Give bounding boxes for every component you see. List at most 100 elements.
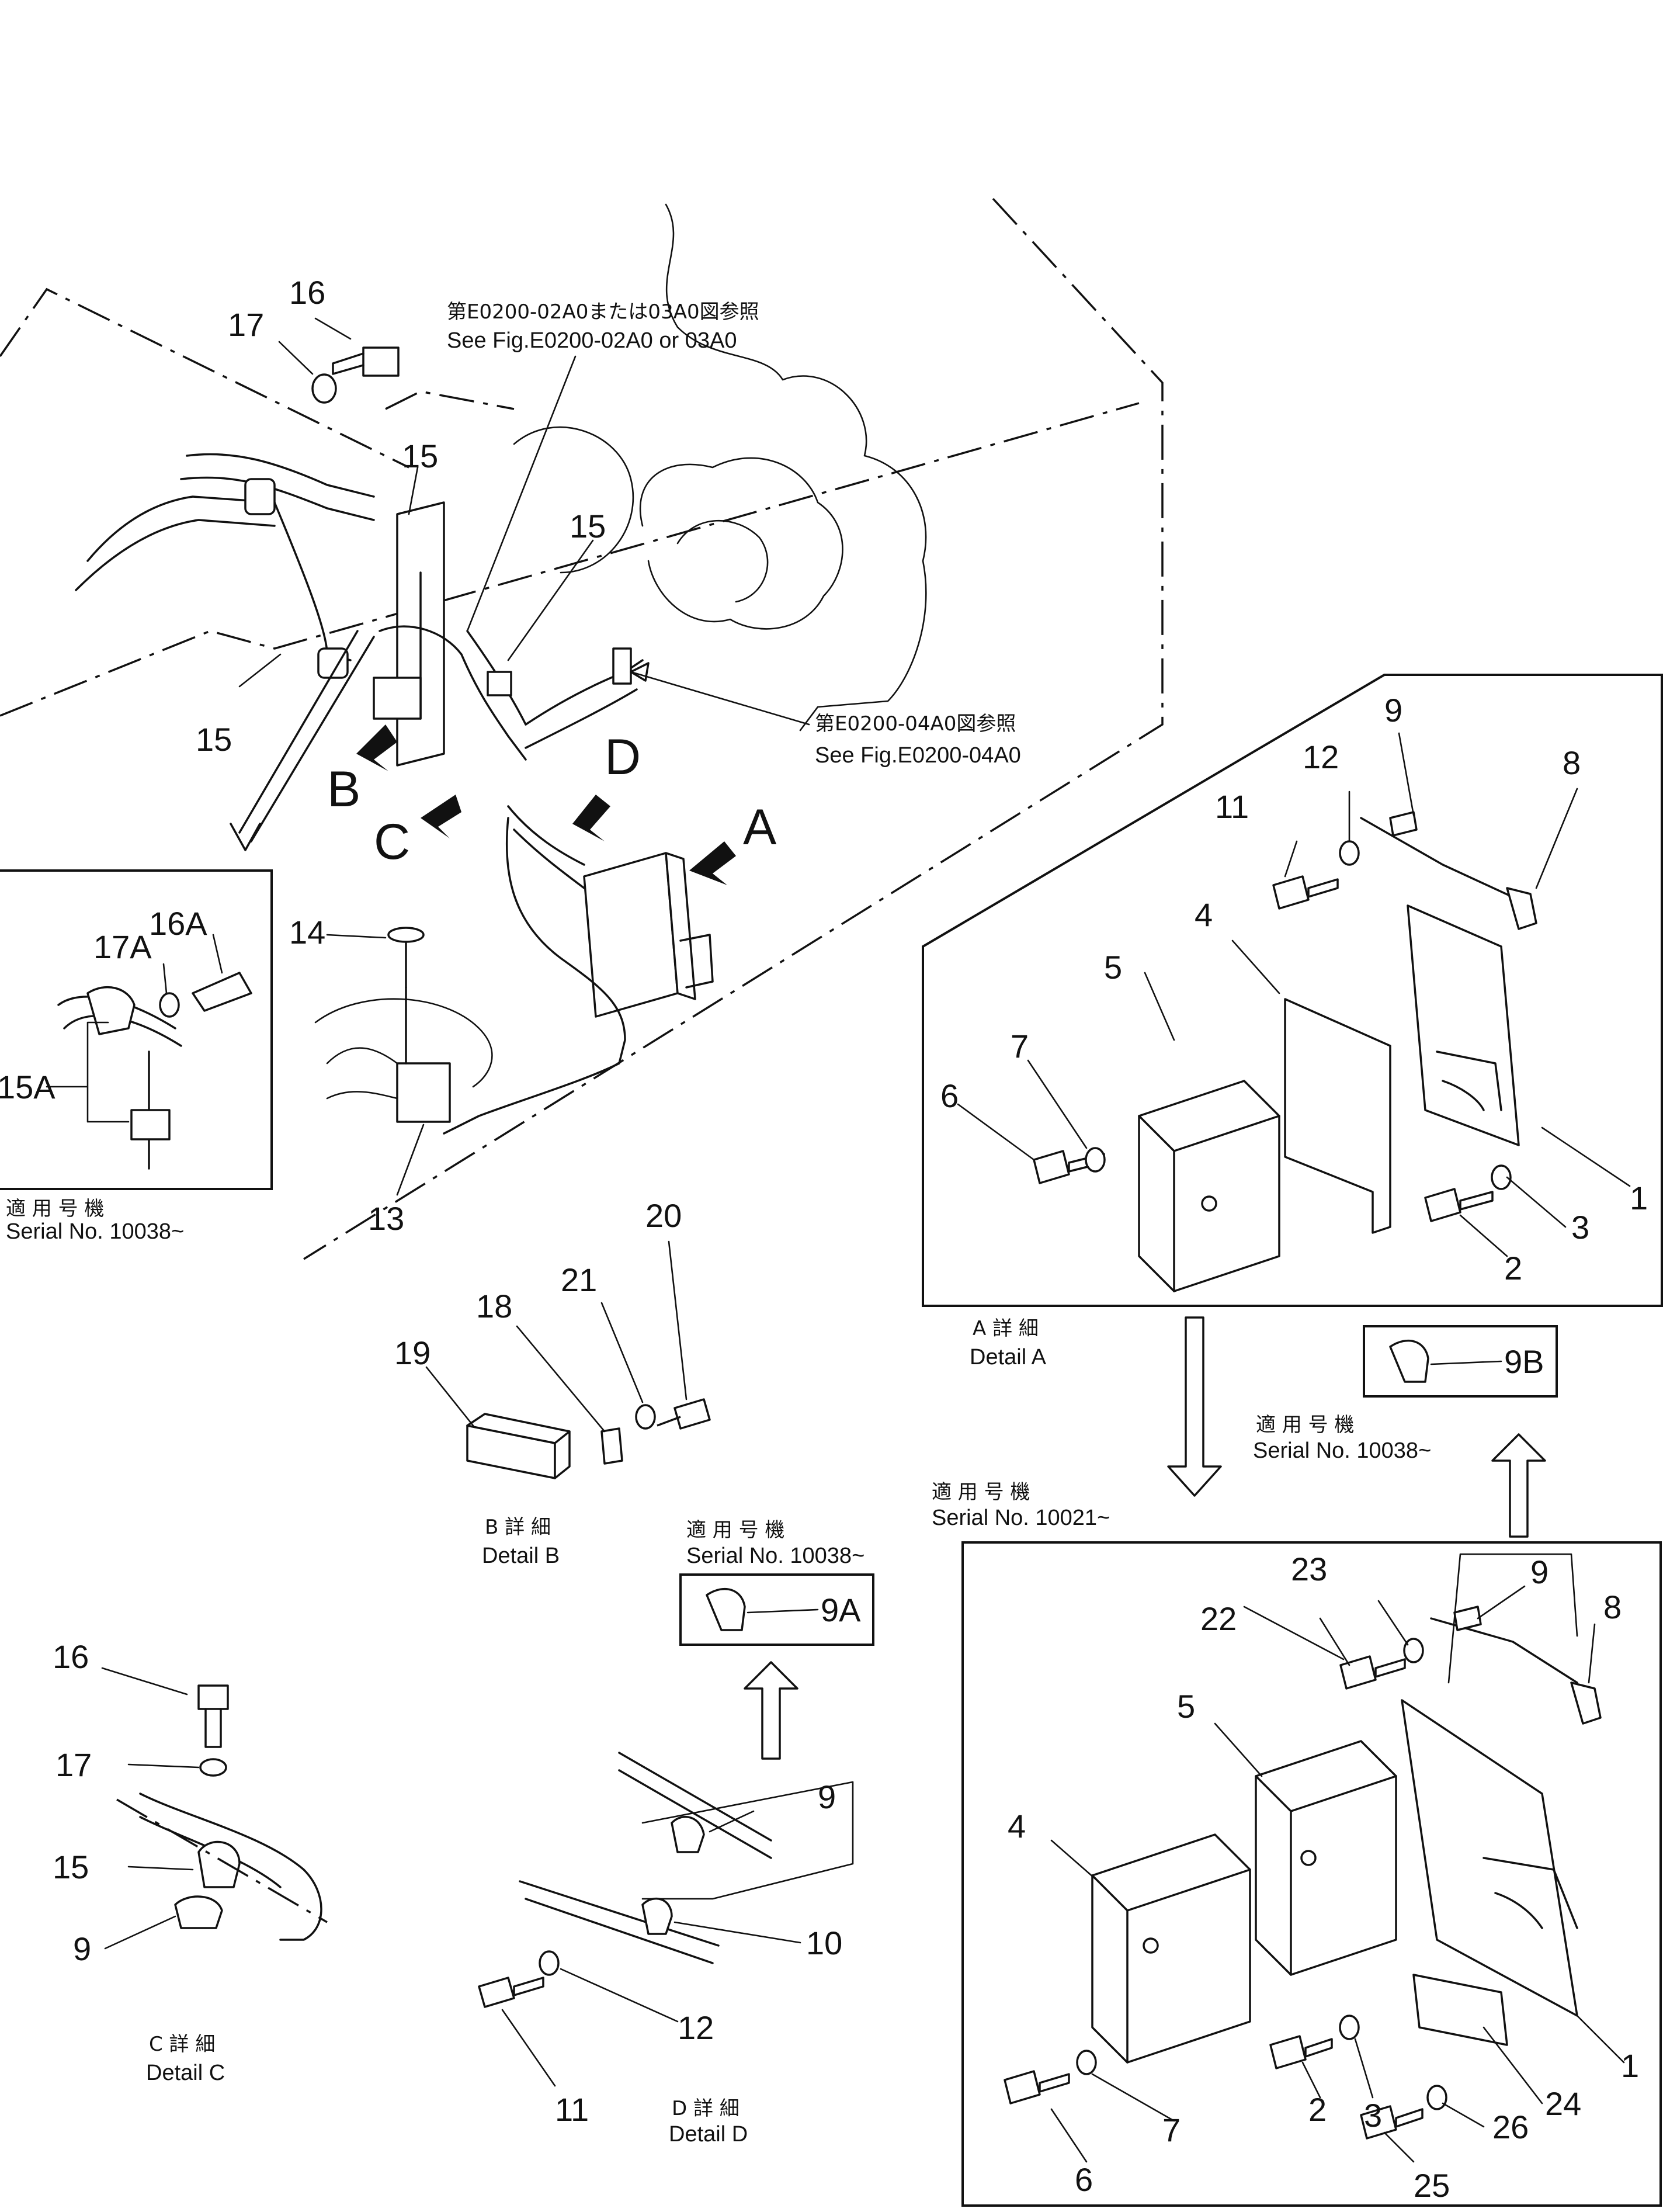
- view-label-a: A: [743, 799, 777, 855]
- detail-a-caption-jp: A 詳 細: [973, 1317, 1039, 1340]
- detail-c-callout-16: 16: [53, 1638, 89, 1675]
- detail-a-controller-edges: [1138, 1115, 1280, 1292]
- bolt-shank: [332, 352, 364, 375]
- detail-d-callout-12: 12: [678, 2009, 714, 2046]
- detail-a-controller-5: [1138, 1080, 1280, 1292]
- ref1-en: See Fig.E0200-02A0 or 03A0: [447, 328, 737, 353]
- detail-c: 16 17 15 9 C 詳 細 Detail C: [53, 1638, 328, 2085]
- leaders-15: [408, 466, 594, 661]
- detail-d-callout-11: 11: [555, 2091, 589, 2128]
- detail-c-caption-jp: C 詳 細: [149, 2033, 215, 2056]
- callout-16: 16: [289, 274, 325, 311]
- ref1-jp: 第E0200-02A0または03A0図参照: [447, 300, 759, 324]
- detail-b-callout-21: 21: [561, 1261, 597, 1298]
- clamp-left: [317, 647, 349, 679]
- view-arrow-a: [689, 841, 736, 885]
- serial-jp-10021: 適 用 号 機: [932, 1481, 1030, 1504]
- controller-unit-main: [583, 852, 714, 1018]
- controller-side: [665, 852, 696, 1000]
- controller-face: [583, 852, 679, 1018]
- serial-en-left: Serial No. 10038~: [6, 1219, 184, 1244]
- detail-d-clamp-9: [671, 1816, 705, 1853]
- detail-c-clamp-9: [174, 1895, 223, 1929]
- detail-b-callout-20: 20: [645, 1197, 682, 1234]
- detail-d-washer-12: [539, 1950, 560, 1976]
- detail-d-caption-jp: D 詳 細: [672, 2097, 739, 2120]
- callout-17: 17: [228, 306, 264, 343]
- detail-d-caption-en: Detail D: [669, 2122, 748, 2147]
- callout-14: 14: [289, 914, 325, 951]
- inset-leaders: [162, 934, 223, 994]
- detail-lower-washer-7: [1076, 2050, 1097, 2075]
- detail-lower-callout-1: 1: [1621, 2047, 1639, 2084]
- harness-branch: [273, 501, 352, 661]
- ref2-leader: [630, 671, 810, 726]
- detail-d: 9 10 12 11 D 詳 細 Detail D: [478, 1752, 854, 2147]
- serial-en-9a: Serial No. 10038~: [686, 1544, 864, 1568]
- detail-a: 6 7 5 4 11 12 9 8 1 3 2 A 詳 細 Detail A: [922, 674, 1663, 1370]
- clamp-engine: [612, 647, 632, 685]
- callout-13: 13: [368, 1200, 404, 1237]
- screw-head: [387, 927, 425, 943]
- serial-inset-frame: [0, 869, 273, 1190]
- detail-lower-controller-4-edges: [1091, 1868, 1251, 2064]
- ref2-jp: 第E0200-04A0図参照: [815, 712, 1016, 736]
- detail-lower-controller-5-hole: [1300, 1850, 1317, 1866]
- controller-bracket: [679, 934, 714, 989]
- detail-d-callout-10: 10: [806, 1925, 842, 1961]
- serial-jp-9a: 適 用 号 機: [686, 1518, 784, 1542]
- detail-a-connector-8: [1506, 887, 1537, 930]
- detail-lower-callout-8: 8: [1603, 1589, 1622, 1625]
- detail-lower-leaders: [1050, 1585, 1625, 2163]
- detail-lower-callout-22: 22: [1200, 1600, 1237, 1637]
- detail-b-leaders: [425, 1240, 688, 1433]
- bolt-head: [362, 346, 400, 377]
- detail-a-washer-3: [1491, 1164, 1512, 1190]
- detail-a-cable-8: [1360, 817, 1520, 901]
- detail-a-leaders: [957, 732, 1631, 1257]
- detail-c-caption-en: Detail C: [146, 2061, 225, 2085]
- inset-9b-frame: [1363, 1325, 1558, 1398]
- callout-15-left: 15: [196, 721, 232, 758]
- detail-a-bracket-detail: [1436, 1050, 1502, 1111]
- detail-lower-controller-4: [1091, 1833, 1251, 2064]
- engine-flange: [676, 519, 769, 603]
- callout-9a: 9A: [821, 1592, 861, 1628]
- detail-a-caption-en: Detail A: [970, 1345, 1047, 1370]
- arrow-up-9a: [744, 1661, 798, 1760]
- detail-a-callout-1: 1: [1630, 1180, 1648, 1216]
- detail-a-gasket-4: [1284, 998, 1391, 1234]
- serial-en-9b: Serial No. 10038~: [1253, 1438, 1431, 1463]
- detail-d-bolt-11: [478, 1977, 544, 2008]
- view-arrow-b: [356, 724, 397, 771]
- clamp-15-center: [487, 671, 512, 696]
- detail-lower-bolt-22: [1339, 1655, 1406, 1690]
- detail-lower-callout-7: 7: [1162, 2112, 1181, 2148]
- detail-d-clamp-10: [641, 1898, 673, 1935]
- detail-a-frame: [922, 674, 1663, 1307]
- frame-phantom-line-left: [0, 287, 409, 469]
- detail-c-washer-17: [199, 1758, 227, 1777]
- inset-9b-clamp: [1389, 1340, 1429, 1383]
- inset-washer-17a: [159, 992, 180, 1018]
- ref1-leader: [466, 355, 577, 632]
- detail-a-callout-6: 6: [940, 1077, 959, 1114]
- view-label-d: D: [605, 729, 641, 785]
- detail-a-callout-11: 11: [1215, 788, 1249, 825]
- detail-c-bolt-shank: [204, 1708, 222, 1748]
- detail-b-callout-18: 18: [476, 1288, 512, 1325]
- detail-lower-callout-2: 2: [1308, 2091, 1327, 2128]
- serial-en-10021: Serial No. 10021~: [932, 1506, 1110, 1530]
- controller-harness: [507, 805, 585, 889]
- inset-leader-15a: [46, 1021, 130, 1123]
- connector-13: [396, 1062, 451, 1123]
- detail-c-callout-17: 17: [55, 1746, 92, 1783]
- inset-lower-clamp: [130, 1050, 171, 1170]
- screw-14: [387, 927, 425, 989]
- detail-lower-controller-4-hole: [1143, 1937, 1159, 1954]
- detail-lower-callout-23: 23: [1291, 1551, 1327, 1587]
- detail-lower-controller-5: [1255, 1740, 1397, 1976]
- view-arrow-c: [421, 795, 461, 838]
- detail-d-bracket-plate: [641, 1781, 854, 1900]
